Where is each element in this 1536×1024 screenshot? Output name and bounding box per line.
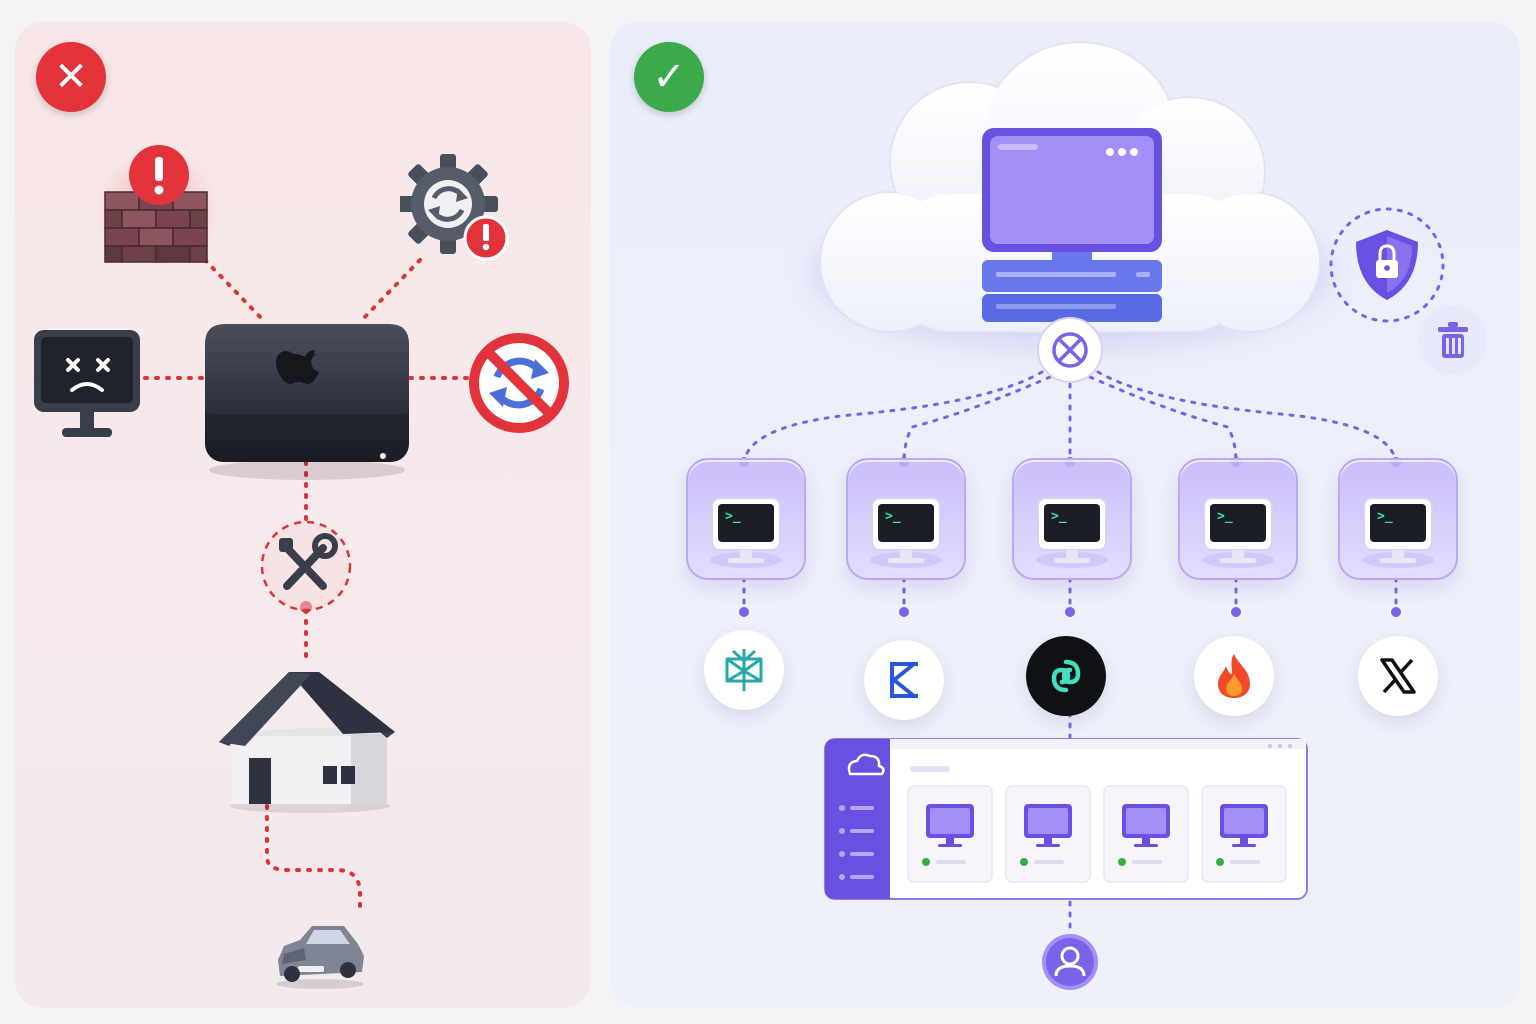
provider-flame-icon	[1194, 636, 1274, 716]
provider-openai-icon	[1026, 636, 1106, 716]
sandbox-node[interactable]: >_	[1012, 458, 1132, 580]
terminal-prompt-icon: >_	[1377, 509, 1393, 524]
cloud-connections	[739, 41, 1487, 936]
firewall-alert-icon	[97, 145, 217, 265]
instance-card[interactable]	[1005, 785, 1091, 883]
update-error-icon	[400, 154, 509, 261]
sync-blocked-icon	[469, 333, 569, 433]
local-connections	[143, 258, 472, 914]
delete-trash-icon	[1419, 306, 1487, 374]
security-shield-icon	[1356, 230, 1418, 300]
management-dashboard[interactable]	[824, 738, 1308, 902]
gateway-hub-icon	[1037, 317, 1103, 383]
sad-monitor-icon	[34, 330, 140, 437]
provider-kimi-icon	[864, 640, 944, 720]
sandbox-node[interactable]: >_	[1178, 458, 1298, 580]
terminal-prompt-icon: >_	[725, 509, 741, 524]
terminal-prompt-icon: >_	[1217, 509, 1233, 524]
provider-perplexity-icon	[704, 630, 784, 710]
success-badge-icon: ✓	[634, 42, 704, 112]
maintenance-tools-icon	[260, 520, 352, 612]
user-avatar-icon[interactable]	[1040, 932, 1100, 992]
sandbox-node[interactable]: >_	[1338, 458, 1458, 580]
local-setup-panel: ✕	[15, 22, 591, 1008]
terminal-prompt-icon: >_	[1051, 509, 1067, 524]
instance-card[interactable]	[1103, 785, 1189, 883]
mac-mini-device	[205, 324, 409, 480]
instance-card[interactable]	[907, 785, 993, 883]
home-icon	[219, 672, 395, 813]
error-badge-icon: ✕	[36, 42, 106, 112]
car-icon	[276, 926, 364, 989]
terminal-prompt-icon: >_	[885, 509, 901, 524]
sandbox-node[interactable]: >_	[686, 458, 806, 580]
cloud-server-icon	[982, 128, 1162, 322]
instance-card[interactable]	[1201, 785, 1287, 883]
sandbox-node[interactable]: >_	[846, 458, 966, 580]
cloud-setup-panel: ✓ >_ >_ >_ >_ >_	[610, 22, 1520, 1008]
provider-x-icon	[1358, 636, 1438, 716]
